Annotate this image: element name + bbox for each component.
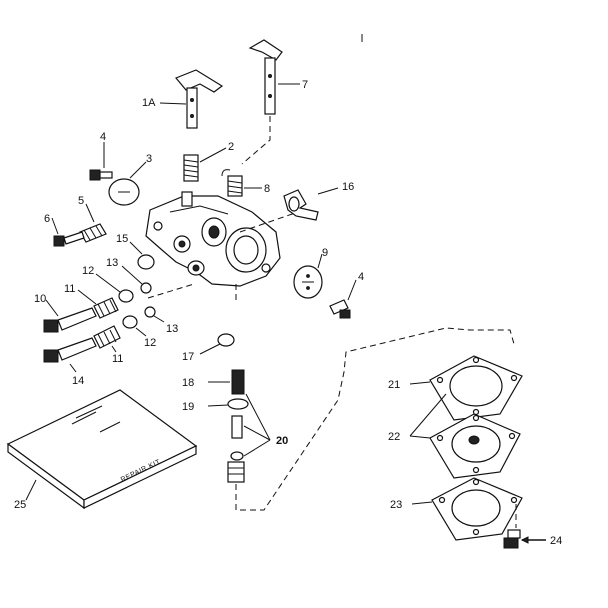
callout-9: 9 [322,247,328,259]
leader-5 [85,203,95,223]
part-13-oring-upper [140,282,152,294]
callout-13-lower: 13 [166,323,178,335]
leader-6 [51,217,59,235]
leader-17 [199,343,221,355]
part-9-choke-plate [293,265,323,299]
part-8-spring [221,169,243,197]
callout-20: 20 [276,435,288,447]
leader-1a [159,102,187,105]
leader-15 [129,241,143,255]
part-18-spring [231,369,245,395]
leader-13-lower [153,315,165,323]
callout-11-lower: 11 [112,353,123,365]
part-19-washer [227,398,249,410]
callout-3: 3 [146,153,152,165]
callout-6: 6 [44,213,50,225]
part-15-plug [137,254,155,270]
part-22-diaphragm [429,413,521,479]
callout-23: 23 [390,499,402,511]
leader-11-lower [111,345,117,353]
part-4-screw-left [89,169,113,181]
part-2-spring [183,154,199,182]
callout-2: 2 [228,141,234,153]
callout-4-right: 4 [358,271,364,283]
callout-1a: 1A [142,97,156,109]
leader-20 [243,393,271,457]
leader-14 [69,363,77,373]
callout-15: 15 [116,233,128,245]
callout-22: 22 [388,431,400,443]
part-6-screw [53,231,85,247]
leader-13-upper [121,265,143,285]
callout-4-left: 4 [100,131,106,143]
callout-24: 24 [550,535,562,547]
callout-13-upper: 13 [106,257,118,269]
part-24-screw [503,529,521,549]
callout-19: 19 [182,401,194,413]
part-12-washer-upper [118,289,134,303]
part-4-screw-right [329,299,351,319]
part-13-oring-lower [144,306,156,318]
part-17-plug [217,333,235,347]
leader-21 [409,381,431,385]
part-7-choke-shaft [248,39,283,115]
callout-12-upper: 12 [82,265,94,277]
part-23-cover [431,477,523,541]
part-25-repair-kit [6,389,198,510]
callout-8: 8 [264,183,270,195]
part-14-needle-screw [43,337,97,363]
callout-16: 16 [342,181,354,193]
guide-body-right [239,211,299,233]
guide-diaphragm [235,327,515,511]
guide-7 [241,116,271,165]
leader-12-upper [95,273,121,293]
leader-12-lower [135,327,147,337]
leader-4-right [347,279,357,301]
part-11-spring-upper [93,297,119,319]
leader-23 [411,501,433,505]
part-3-throttle-plate [108,178,140,206]
leader-19 [207,404,229,407]
part-1a-throttle-shaft [175,69,224,129]
carburetor-body [145,191,281,287]
callout-18: 18 [182,377,194,389]
part-12-washer-lower [122,315,138,329]
leader-25 [25,479,37,501]
part-10-needle-screw [43,307,97,333]
leader-3 [129,161,147,179]
callout-25: 25 [14,499,26,511]
part-21-gasket [429,355,523,421]
callout-10: 10 [34,293,46,305]
callout-17: 17 [182,351,194,363]
callout-21: 21 [388,379,400,391]
guide-body-left [147,283,195,299]
part-11-spring-lower [93,325,121,349]
callout-7: 7 [302,79,308,91]
leader-16 [317,187,339,195]
callout-5: 5 [78,195,84,207]
callout-12-lower: 12 [144,337,156,349]
leader-2 [199,147,227,163]
part-20-needle-seat [227,415,245,483]
part-16-elbow-fitting [283,189,319,221]
callout-11-upper: 11 [64,283,75,295]
leader-11-upper [77,289,97,305]
leader-10 [45,299,59,317]
leader-9 [317,253,323,269]
callout-14: 14 [72,375,84,387]
part-5-spring [79,223,107,243]
arrow-24 [520,536,529,544]
leader-22 [409,393,447,439]
